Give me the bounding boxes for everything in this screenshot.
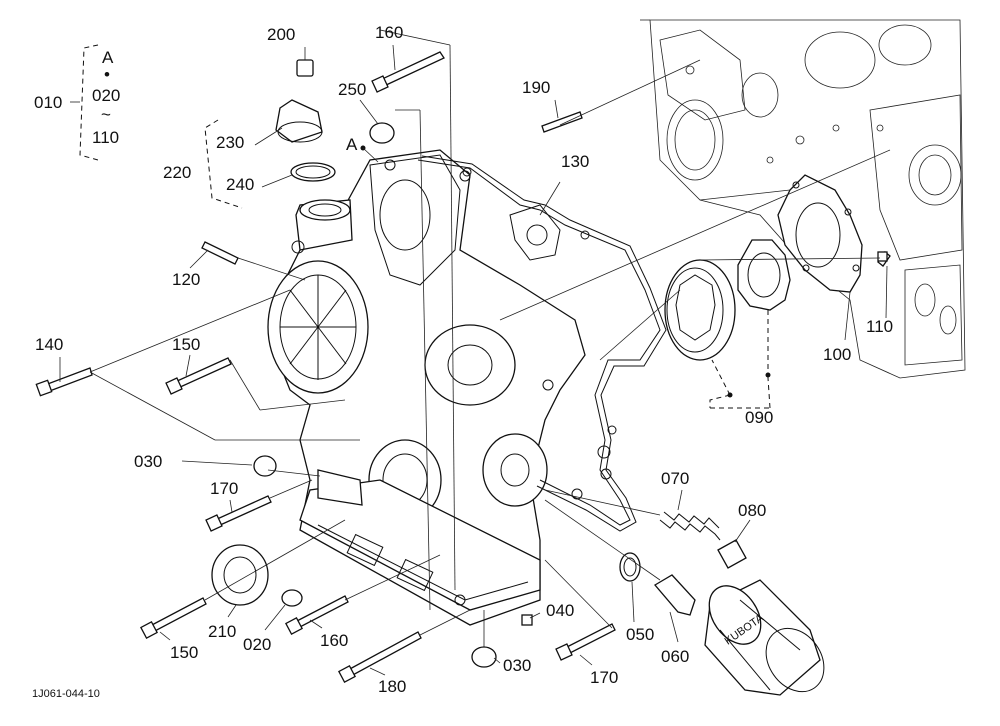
callout-200: 200 [267,25,295,44]
callout-070: 070 [661,469,689,488]
callout-090: 090 [745,408,773,427]
callout-220: 220 [163,163,191,182]
callout-110: 110 [866,317,893,336]
callout-080: 080 [738,501,766,520]
callout-100: 100 [823,345,851,364]
callout-050: 050 [626,625,654,644]
callout-160-lower: 160 [320,631,348,650]
callout-130: 130 [561,152,589,171]
group-220-bracket [204,119,243,209]
callout-020: 020 [243,635,271,654]
callout-160-top: 160 [375,23,403,42]
engine-block [640,19,966,379]
label-010: 010 [34,93,62,112]
figure-id: 1J061-044-10 [32,688,100,700]
callout-230: 230 [216,133,244,152]
callout-170-upper: 170 [210,479,238,498]
gear-case [267,149,586,626]
small-parts [35,51,891,683]
callout-120: 120 [172,270,200,289]
label-a-top: A [102,48,114,67]
callout-250: 250 [338,80,366,99]
label-dot: • [104,65,110,84]
callout-150-lower: 150 [170,643,198,662]
callout-190: 190 [522,78,550,97]
callout-210: 210 [208,622,236,641]
callout-170-lower: 170 [590,668,618,687]
oil-pump [664,239,791,361]
group-090-bracket [709,308,771,409]
pump-plate [777,174,863,293]
label-110-range: 110 [92,128,119,147]
callout-150-upper: 150 [172,335,200,354]
callout-240: 240 [226,175,254,194]
label-020-range: 020 [92,86,120,105]
oil-filter: KUBOTA [704,579,825,696]
callout-180: 180 [378,677,406,696]
callouts: 200 160 250 A 230 220 240 190 130 120 14… [35,23,893,696]
callout-a: A [346,135,358,154]
callout-140: 140 [35,335,63,354]
callout-030-lower: 030 [503,656,531,675]
group-010-label: 010 A • 020 ~ 110 [34,48,120,147]
label-tilde: ~ [101,105,111,124]
callout-030-upper: 030 [134,452,162,471]
gasket [417,155,667,532]
callout-040: 040 [546,601,574,620]
callout-060: 060 [661,647,689,666]
leader-lines [59,29,891,676]
group-010-bracket [70,44,99,161]
